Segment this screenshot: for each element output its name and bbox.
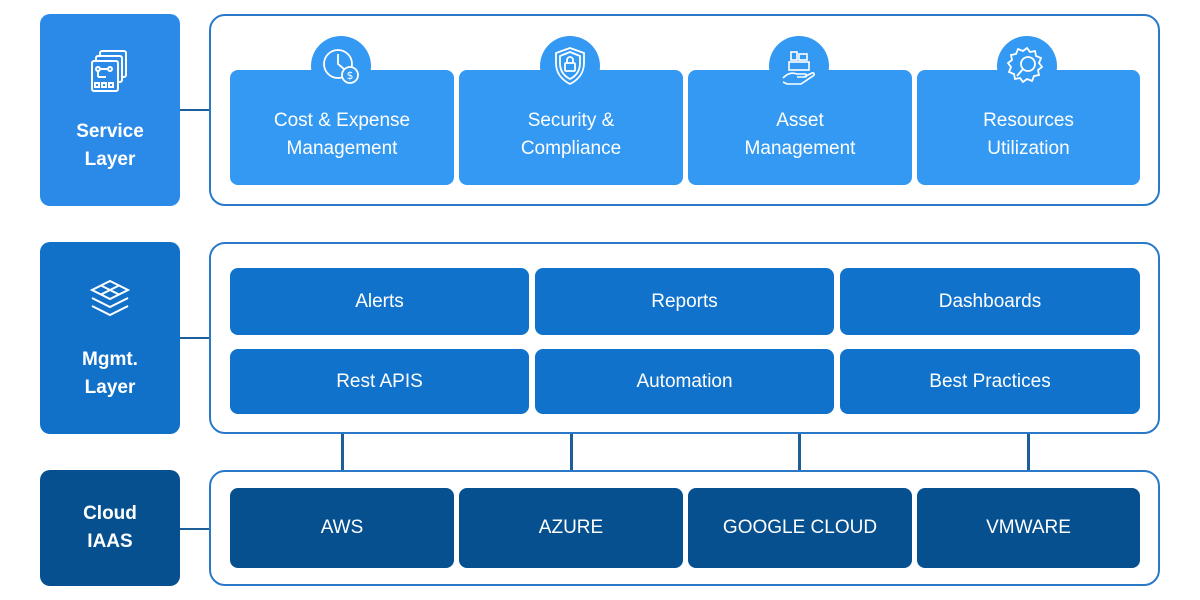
mgmt-card-label: Automation bbox=[636, 370, 733, 392]
service-card-line1: Resources bbox=[983, 109, 1074, 131]
service-card-line1: Cost & Expense bbox=[273, 109, 411, 131]
gear-magnifier-icon bbox=[997, 36, 1057, 96]
service-card-line1: Asset bbox=[776, 109, 824, 131]
service-card-line2: Compliance bbox=[520, 137, 622, 159]
mgmt-card-label: Rest APIS bbox=[336, 370, 423, 392]
service-card-line2: Management bbox=[744, 137, 856, 159]
mgmt-cloud-link-1 bbox=[341, 432, 344, 472]
mgmt-card-label: Dashboards bbox=[938, 290, 1042, 312]
cloud-card-aws[interactable]: AWS bbox=[230, 488, 454, 568]
cloud-layer-connector bbox=[180, 528, 210, 530]
stacked-layers-icon bbox=[86, 275, 134, 332]
cloud-card-label: GOOGLE CLOUD bbox=[722, 517, 878, 538]
service-card-line2: Utilization bbox=[987, 137, 1070, 159]
cloud-card-vmware[interactable]: VMWARE bbox=[917, 488, 1140, 568]
cloud-card-google-cloud[interactable]: GOOGLE CLOUD bbox=[688, 488, 912, 568]
mgmt-cloud-link-2 bbox=[570, 432, 573, 472]
asset-hand-icon bbox=[769, 36, 829, 96]
mgmt-layer-connector bbox=[180, 337, 210, 339]
cloud-layer-label: Cloud IAAS bbox=[40, 470, 180, 586]
cloud-card-label: VMWARE bbox=[986, 517, 1071, 538]
service-card-line1: Security & bbox=[527, 109, 615, 131]
service-layer-label: Service Layer bbox=[40, 14, 180, 206]
service-layer-title-line2: Layer bbox=[84, 148, 136, 170]
clock-dollar-icon: $ bbox=[311, 36, 371, 96]
mgmt-cloud-link-3 bbox=[798, 432, 801, 472]
mgmt-card-alerts[interactable]: Alerts bbox=[230, 268, 529, 335]
mgmt-card-label: Best Practices bbox=[929, 370, 1051, 392]
cloud-layer-title-line2: IAAS bbox=[87, 531, 133, 552]
mgmt-card-dashboards[interactable]: Dashboards bbox=[840, 268, 1140, 335]
mgmt-layer-title-line1: Mgmt. bbox=[82, 348, 138, 370]
mgmt-layer-label: Mgmt. Layer bbox=[40, 242, 180, 434]
cloud-card-label: AWS bbox=[320, 517, 364, 538]
shield-lock-icon bbox=[540, 36, 600, 96]
mgmt-card-reports[interactable]: Reports bbox=[535, 268, 834, 335]
mgmt-card-label: Alerts bbox=[355, 290, 404, 312]
service-layer-connector bbox=[180, 109, 210, 111]
cloud-card-azure[interactable]: AZURE bbox=[459, 488, 683, 568]
mgmt-card-label: Reports bbox=[651, 290, 718, 312]
service-layer-title-line1: Service bbox=[76, 120, 144, 142]
service-card-line2: Management bbox=[286, 137, 398, 159]
mgmt-card-best-practices[interactable]: Best Practices bbox=[840, 349, 1140, 414]
service-card-security-compliance[interactable]: Security & Compliance bbox=[459, 70, 683, 185]
cloud-card-label: AZURE bbox=[538, 517, 604, 538]
mgmt-layer-title-line2: Layer bbox=[84, 376, 136, 398]
cloud-layer-title-line1: Cloud bbox=[83, 503, 137, 524]
mgmt-card-automation[interactable]: Automation bbox=[535, 349, 834, 414]
mgmt-cloud-link-4 bbox=[1027, 432, 1030, 472]
svg-text:$: $ bbox=[347, 69, 354, 82]
workflow-icon bbox=[86, 47, 134, 104]
mgmt-card-rest-apis[interactable]: Rest APIS bbox=[230, 349, 529, 414]
